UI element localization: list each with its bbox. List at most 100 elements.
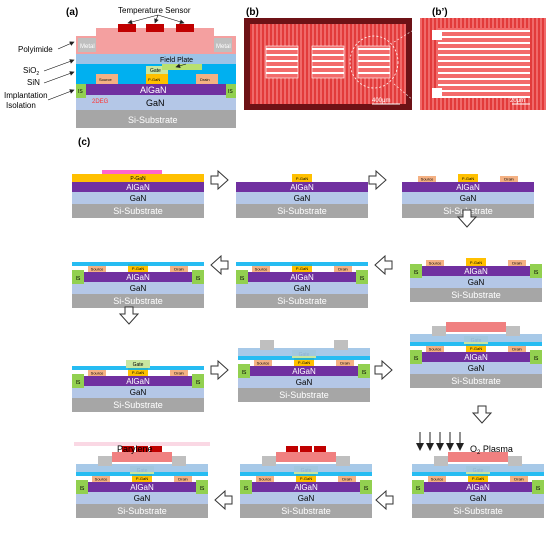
step-gan <box>238 376 370 388</box>
step-drain <box>336 360 354 366</box>
step-source <box>254 360 272 366</box>
parylene-label: Parylene <box>117 444 153 454</box>
step-pgan-block <box>132 474 152 482</box>
step-sensor-1 <box>122 446 134 452</box>
step-sio2 <box>410 334 542 342</box>
step-gan-label: GaN <box>134 494 151 503</box>
step-sin <box>236 262 368 266</box>
step-source <box>252 266 270 272</box>
step-sensor-2 <box>136 446 148 452</box>
step-is-right <box>192 374 204 388</box>
step-is-left <box>76 480 88 494</box>
step-drain-label: Drain <box>514 477 524 482</box>
step-pgan-label: P-GaN <box>470 260 482 265</box>
gate-label: Gate <box>150 68 161 74</box>
step-drain-label: Drain <box>174 267 184 272</box>
panel-label-c: (c) <box>78 137 90 148</box>
pad-bottom-left <box>432 88 442 98</box>
step-gate <box>126 360 150 368</box>
step-gan-label: GaN <box>470 494 487 503</box>
step-pgan-block <box>292 264 312 272</box>
electrode-2 <box>311 45 345 79</box>
step-is-left-label: IS <box>414 356 419 362</box>
step-algan <box>252 482 360 492</box>
step-gan <box>412 492 544 504</box>
step-pgan-label: P-GaN <box>462 176 474 181</box>
step-gan <box>236 282 368 294</box>
step-is-left <box>72 270 84 284</box>
step-pgan-block <box>128 264 148 272</box>
step-source-label: Source <box>431 477 444 482</box>
step-is-right-label: IS <box>362 370 367 376</box>
step-is-right-label: IS <box>200 486 205 492</box>
substrate-label: Si-Substrate <box>128 115 178 125</box>
zoom-circle <box>349 35 399 89</box>
arrow-right-2 <box>368 169 387 191</box>
implantation-annotation: Implantation <box>4 91 48 100</box>
substrate-layer <box>76 110 236 128</box>
step-gan-label: GaN <box>460 194 477 203</box>
step-pgan-label: P-GaN <box>472 476 484 481</box>
step-drain-label: Drain <box>340 361 350 366</box>
step-algan <box>84 272 192 282</box>
step-is-right-label: IS <box>534 356 539 362</box>
step-drain-label: Drain <box>174 371 184 376</box>
step-algan <box>422 266 530 276</box>
step-substrate-label: Si-Substrate <box>113 400 163 410</box>
step-algan <box>250 366 358 376</box>
step-source <box>88 266 106 272</box>
step-via-right <box>336 456 350 466</box>
step-source-label: Source <box>257 361 270 366</box>
step-algan-label: AlGaN <box>294 483 318 492</box>
step-is-left <box>240 480 252 494</box>
step-drain-label: Drain <box>512 261 522 266</box>
step-via-right <box>334 340 348 350</box>
step-is-right-label: IS <box>536 486 541 492</box>
source-label: Source <box>99 77 112 82</box>
step-mask <box>102 170 162 174</box>
algan-label: AlGaN <box>140 85 167 95</box>
temperature-sensor-annotation: Temperature Sensor <box>118 6 191 15</box>
step-algan-label: AlGaN <box>292 367 316 376</box>
sensor-1 <box>118 24 136 32</box>
step-sensor-2 <box>300 446 312 452</box>
step-algan <box>422 352 530 362</box>
step-via-left <box>98 456 112 466</box>
pgan-label: P-GaN <box>148 77 160 82</box>
panel-b-prime: (b’) 20μm <box>420 7 546 110</box>
field-plate <box>162 64 202 70</box>
step-pgan-label: P-GaN <box>470 346 482 351</box>
flow-arrows <box>118 169 493 511</box>
arrow-right-1 <box>210 169 229 191</box>
sin-annotation: SiN <box>27 78 40 87</box>
zoom-electrode <box>438 28 530 98</box>
step-is-right <box>530 350 542 364</box>
step-gan-label: GaN <box>468 278 485 287</box>
step-is-right <box>360 480 372 494</box>
step-is-right-label: IS <box>534 270 539 276</box>
step-is-left <box>236 270 248 284</box>
step-polyimide <box>112 452 172 462</box>
step-pgan-block <box>466 258 486 266</box>
step-pgan-label: P-GaN <box>300 476 312 481</box>
step-polyimide <box>276 452 336 462</box>
step-algan <box>424 482 532 492</box>
sensor-3 <box>176 24 194 32</box>
step-drain-label: Drain <box>504 177 514 182</box>
step-sio2 <box>412 464 544 472</box>
tdeg-label: 2DEG <box>92 99 109 105</box>
step-source-label: Source <box>421 177 434 182</box>
is-label-right: IS <box>228 89 233 95</box>
step-source-label: Source <box>91 371 104 376</box>
step-source-label: Source <box>429 347 442 352</box>
sio2-layer <box>76 54 236 64</box>
step-source <box>88 370 106 376</box>
step-source <box>418 176 436 182</box>
step-pgan-label: P-GaN <box>298 360 310 365</box>
step-pgan-block <box>128 368 148 376</box>
step-sio2 <box>240 464 372 472</box>
